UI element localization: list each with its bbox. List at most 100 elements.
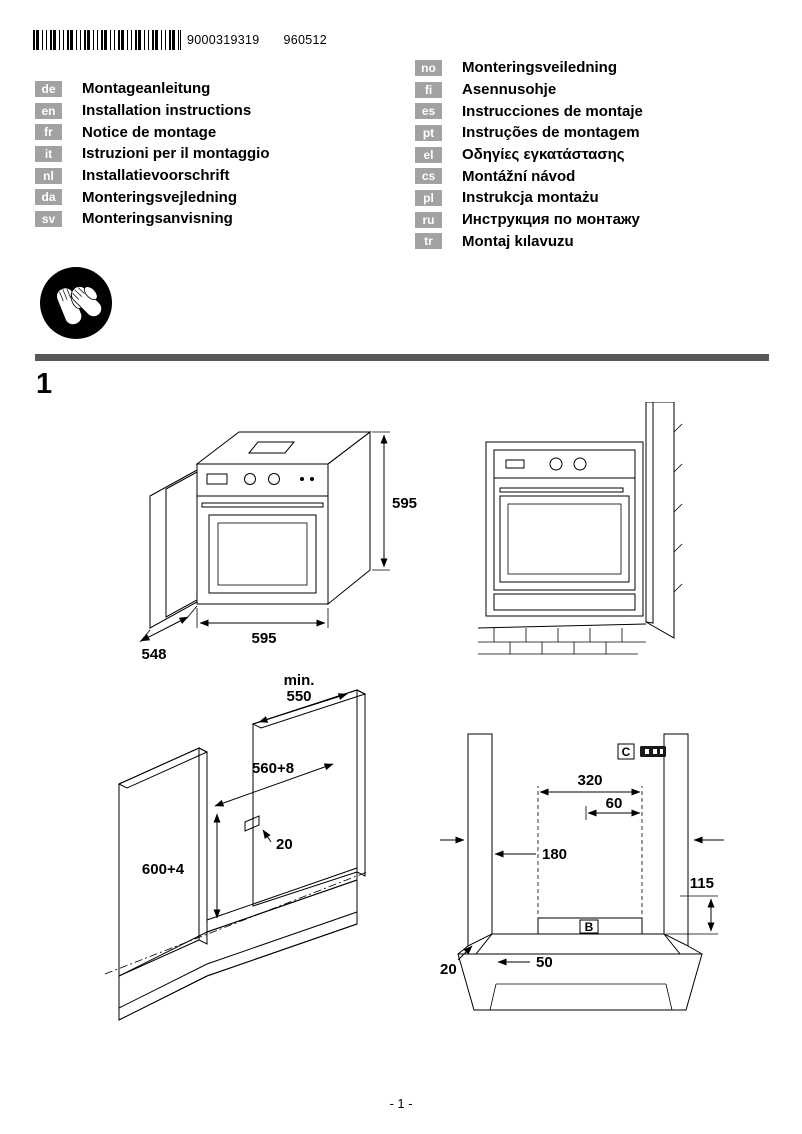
language-code-badge: fr [35,124,62,141]
language-code-badge: no [415,59,442,76]
wall-hatch [673,423,683,593]
cabinet-right-panel [251,689,367,907]
oven-top-face [195,431,372,465]
dimension-depth: 548 [139,605,198,662]
section-divider [35,354,769,361]
niche-floor [474,933,682,955]
dimension-115: 115 [666,875,718,935]
language-code-badge: it [35,145,62,162]
protective-gloves-icon [40,267,112,339]
dimension-min-550: min. 550 [258,672,348,723]
figure-niche-dimensions: B 320 60 180 115 20 50 [440,733,724,1011]
language-title: Monteringsveiledning [462,59,618,77]
language-code-badge: pt [415,124,442,141]
oven-door-handle [499,487,624,493]
page-number: - 1 - [389,1096,413,1111]
connection-zone [537,917,643,935]
dim-180: 180 [542,846,567,863]
language-row: ru Инструкция по монтажу [415,209,643,231]
language-code-badge: ru [415,211,442,228]
language-title: Montageanleitung [82,80,211,98]
language-row: tr Montaj kılavuzu [415,231,643,253]
cabinet-base [104,815,368,1021]
language-title: Notice de montage [82,123,217,141]
language-title: Istruzioni per il montaggio [82,145,270,163]
oven-display [505,459,525,469]
barcode-row: 9000319319 960512 [33,30,327,50]
language-title: Installatievoorschrift [82,167,230,185]
dim-cutout-width: 560+8 [252,760,294,777]
language-row: fi Asennusohje [415,79,643,101]
language-title: Οδηγίες εγκατάστασης [462,146,625,164]
oven-door-window [217,522,308,586]
dimension-320: 320 [537,772,643,914]
language-row: de Montageanleitung [35,78,270,100]
label-b-box [579,919,599,934]
center-dash-line [104,871,368,975]
dimension-20: 20 [440,945,473,978]
oven-front [493,449,636,591]
oven-door-window [507,503,622,575]
oven-display [206,473,228,485]
language-title: Installation instructions [82,102,252,120]
language-row: nl Installatievoorschrift [35,165,270,187]
plinth-vent [493,593,636,611]
oven-button [300,477,304,481]
oven-front-face [196,463,329,605]
niche-floor [206,867,358,933]
dim-oven-width: 595 [251,630,276,647]
base-front [118,879,358,1021]
language-row: es Instrucciones de montaje [415,100,643,122]
language-code-badge: en [35,102,62,119]
label-b: B [585,920,594,934]
language-row: da Monteringsvejledning [35,186,270,208]
language-code-badge: da [35,189,62,206]
language-row: it Istruzioni per il montaggio [35,143,270,165]
oven-knob [244,473,256,485]
label-c-box [617,743,635,760]
wall-column [645,402,683,639]
language-code-badge: de [35,80,62,97]
dimension-width: 595 [196,608,329,647]
dim-50: 50 [536,954,553,971]
oven-door-glass [208,514,317,594]
figure-oven-isometric: 595 548 595 [139,430,417,662]
dim-min-label: min. [284,672,315,689]
language-code-badge: el [415,146,442,163]
left-side-panel [467,733,493,947]
dimension-niche-height: 600+4 [142,813,221,919]
dimension-cutout-width: 560+8 [214,760,334,807]
language-code-badge: fi [415,81,442,98]
oven-knob [573,457,587,471]
oven-right-face [327,430,371,606]
print-code: 960512 [283,33,328,47]
oven-knob [268,473,280,485]
cabinet-left-panel [117,747,209,977]
language-list-left: de Montageanleitung en Installation inst… [35,78,270,230]
dimension-60: 60 [585,795,641,820]
figure-oven-installed [478,402,683,655]
oven-door-glass [499,495,630,583]
dim-60: 60 [606,795,623,812]
language-row: el Οδηγίες εγκατάστασης [415,144,643,166]
language-row: sv Monteringsanvisning [35,208,270,230]
language-row: fr Notice de montage [35,121,270,143]
oven-button [310,477,314,481]
language-code-badge: es [415,103,442,120]
language-row: en Installation instructions [35,100,270,122]
dim-back-gap: 20 [276,836,293,853]
label-c: C [622,745,631,759]
figure-cabinet-dimensions: min. 550 560+8 600+4 20 [104,672,368,1021]
barcode [33,30,181,50]
dimension-height: 595 [372,431,417,571]
housing-outline [485,441,644,617]
dimension-180: 180 [494,846,567,863]
niche-structure: B [457,733,703,1011]
language-code-badge: nl [35,167,62,184]
dim-niche-height: 600+4 [142,861,185,878]
language-row: no Monteringsveiledning [415,57,643,79]
language-list-right: no Monteringsveiledning fi Asennusohje e… [415,57,643,252]
language-code-badge: cs [415,168,442,185]
language-row: pl Instrukcja montażu [415,187,643,209]
